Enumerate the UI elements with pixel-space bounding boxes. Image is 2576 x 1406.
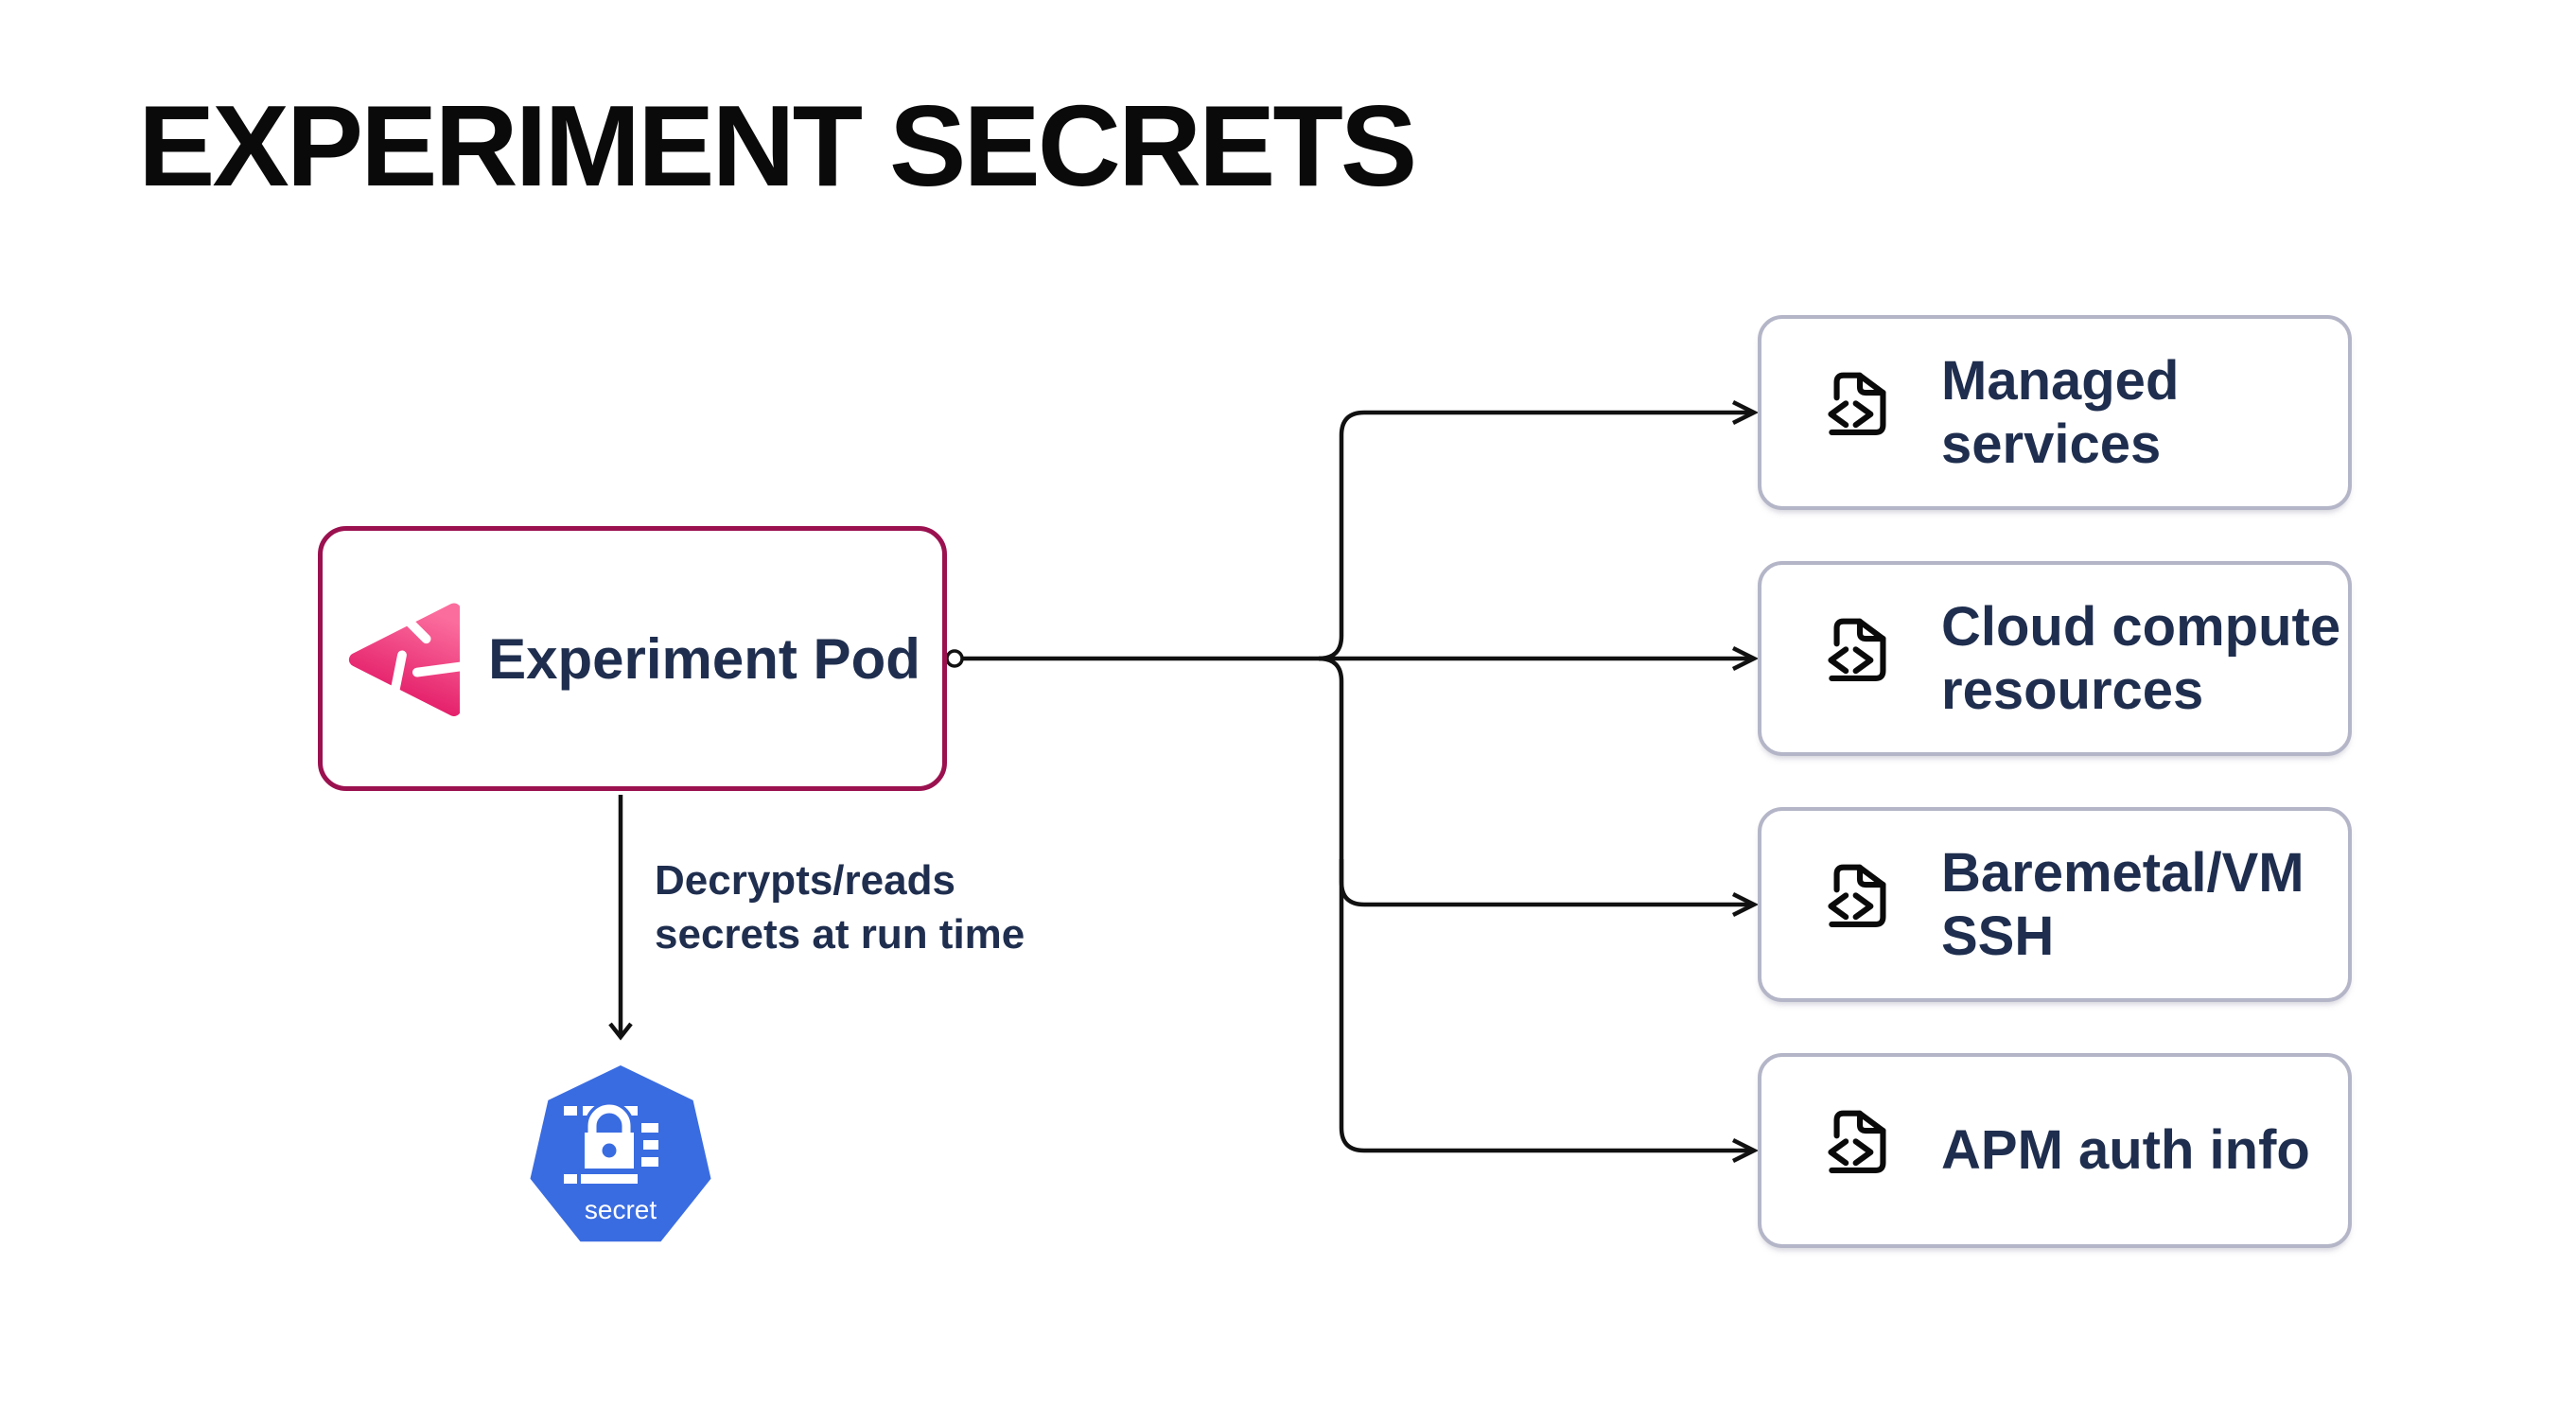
target-cloud-compute[interactable]: Cloud compute resources [1758, 561, 2352, 756]
arrowhead-apm [1731, 1137, 1760, 1164]
target-managed-services[interactable]: Managed services [1758, 315, 2352, 510]
edge-annotation: Decrypts/reads secrets at run time [655, 853, 1025, 961]
edge-pod-to-managed-services [1318, 410, 1750, 661]
secret-lock-glyph [564, 1101, 658, 1184]
arrowhead-baremetal [1731, 891, 1760, 918]
target-label: Baremetal/VM SSH [1941, 841, 2304, 967]
file-code-icon [1828, 1110, 1886, 1173]
target-baremetal-vm-ssh[interactable]: Baremetal/VM SSH [1758, 807, 2352, 1002]
litmus-experiment-icon [348, 603, 461, 716]
page-title: EXPERIMENT SECRETS [138, 81, 1417, 210]
kubernetes-secret-icon[interactable]: secret [526, 1063, 715, 1253]
edge-annotation-line2: secrets at run time [655, 911, 1025, 958]
target-label: Managed services [1941, 349, 2180, 475]
edge-annotation-line1: Decrypts/reads [655, 857, 955, 904]
edge-pod-to-apm [1318, 656, 1750, 1153]
file-code-icon [1828, 864, 1886, 927]
secret-label: secret [585, 1195, 657, 1224]
experiment-pod-label: Experiment Pod [488, 626, 920, 691]
file-code-icon [1828, 372, 1886, 435]
target-label: APM auth info [1941, 1119, 2310, 1182]
experiment-pod-node[interactable]: Experiment Pod [318, 526, 947, 791]
edge-pod-to-baremetal [1339, 859, 1750, 907]
arrowhead-managed-services [1731, 399, 1760, 426]
target-apm-auth-info[interactable]: APM auth info [1758, 1053, 2352, 1248]
file-code-icon [1828, 618, 1886, 681]
arrowhead-cloud-compute [1731, 645, 1760, 672]
pod-output-port [945, 649, 964, 668]
target-label: Cloud compute resources [1941, 595, 2341, 721]
arrowhead-secret [608, 1022, 633, 1041]
